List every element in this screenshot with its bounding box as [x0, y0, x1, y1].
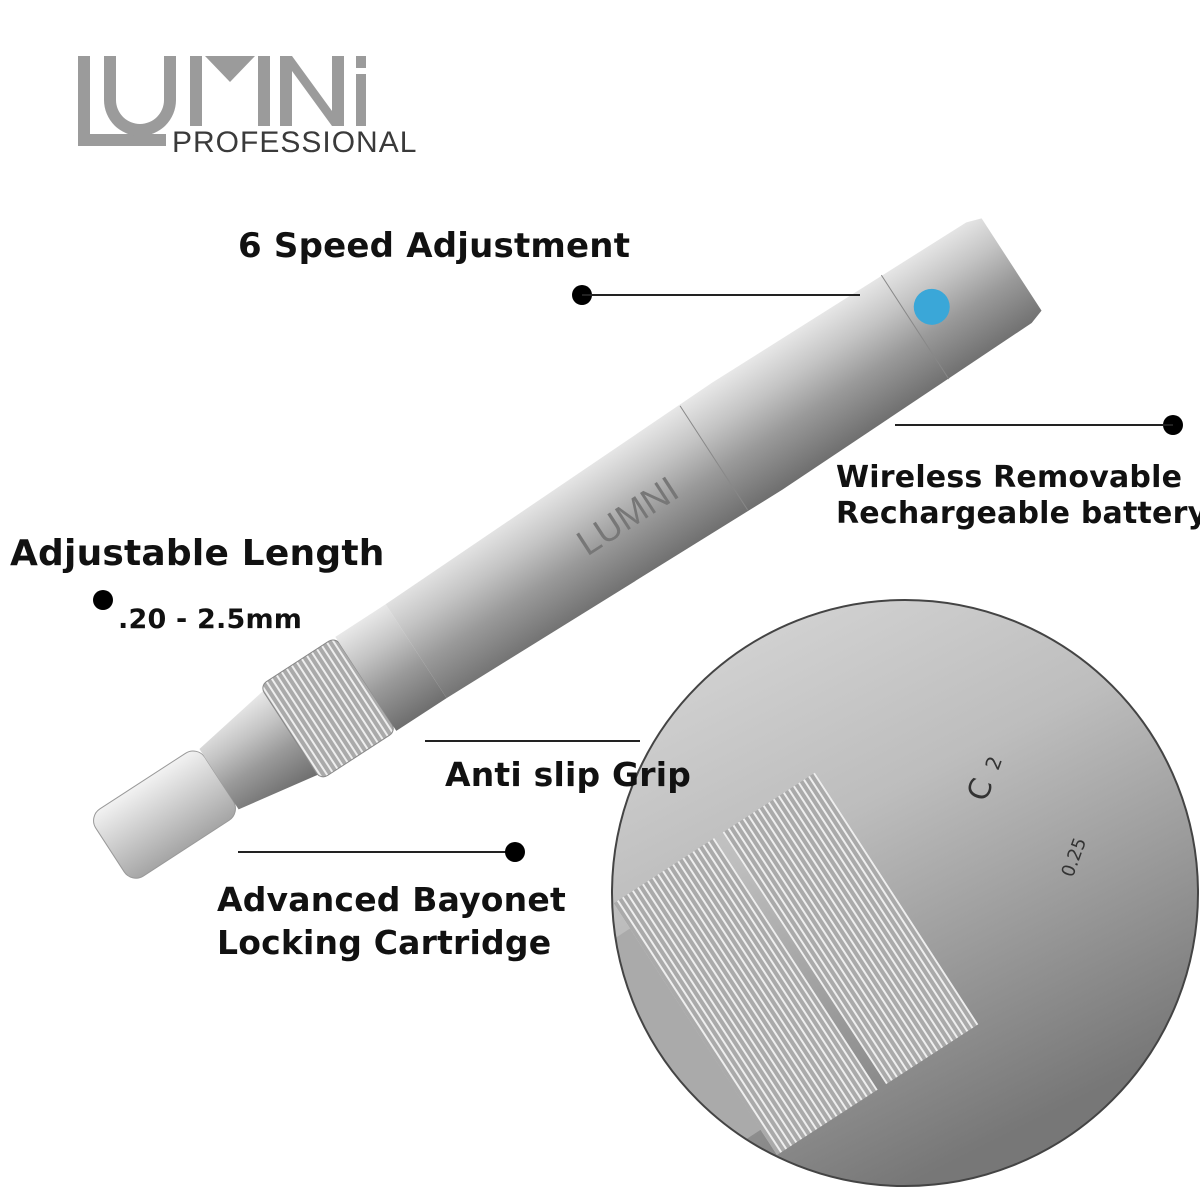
speed-label: 6 Speed Adjustment	[238, 226, 631, 266]
length-label: Adjustable Length	[10, 533, 385, 574]
length-range: .20 - 2.5mm	[118, 604, 303, 635]
grip-leader-line	[425, 740, 640, 742]
battery-label-line2: Rechargeable battery	[836, 496, 1200, 531]
lumni-logo	[78, 56, 366, 146]
logo-tagline: PROFESSIONAL	[172, 126, 418, 159]
battery-label-line1: Wireless Removable	[836, 460, 1183, 495]
grip-label: Anti slip Grip	[445, 755, 692, 794]
zoom-grip-band	[722, 772, 979, 1085]
cartridge-label-line1: Advanced Bayonet	[217, 880, 566, 919]
battery-leader-line	[895, 424, 1173, 426]
speed-button	[913, 288, 950, 325]
cartridge-label-line2: Locking Cartridge	[217, 923, 552, 962]
length-dial	[335, 604, 447, 731]
cartridge-dot	[505, 842, 525, 862]
speed-leader-line	[582, 294, 860, 296]
battery-dot	[1163, 415, 1183, 435]
zoom-grip-band	[613, 838, 878, 1155]
nose-cone	[199, 690, 318, 810]
cartridge-leader-line	[238, 851, 515, 853]
length-dot	[93, 590, 113, 610]
